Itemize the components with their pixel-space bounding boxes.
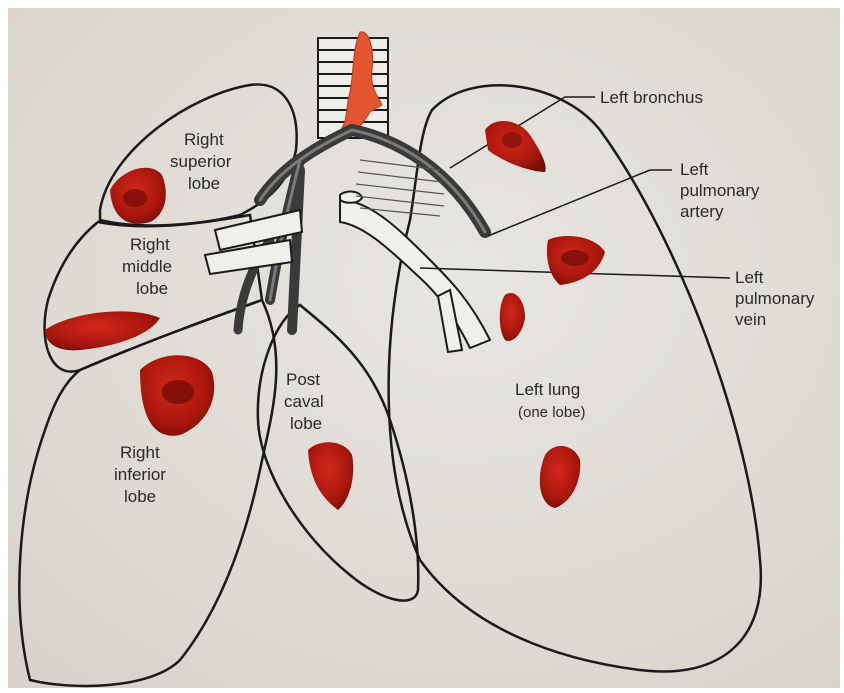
label-rml-1: Right	[130, 235, 170, 254]
label-ril-2: inferior	[114, 465, 166, 484]
label-left-pa-3: artery	[680, 202, 724, 221]
label-left-bronchus: Left bronchus	[600, 88, 703, 107]
label-left-lung: Left lung	[515, 380, 580, 399]
label-left-pv-1: Left	[735, 268, 764, 287]
label-left-lung-note: (one lobe)	[518, 404, 586, 421]
label-rml-2: middle	[122, 257, 172, 276]
label-left-pa-1: Left	[680, 160, 709, 179]
label-pcl-1: Post	[286, 370, 320, 389]
label-left-pv-2: pulmonary	[735, 289, 815, 308]
label-rsl-2: superior	[170, 152, 232, 171]
label-left-pv-3: vein	[735, 310, 766, 329]
label-left-pa-2: pulmonary	[680, 181, 760, 200]
label-pcl-3: lobe	[290, 414, 322, 433]
label-ril-3: lobe	[124, 487, 156, 506]
label-ril-1: Right	[120, 443, 160, 462]
label-rml-3: lobe	[136, 279, 168, 298]
label-pcl-2: caval	[284, 392, 324, 411]
label-rsl-1: Right	[184, 130, 224, 149]
label-rsl-3: lobe	[188, 174, 220, 193]
